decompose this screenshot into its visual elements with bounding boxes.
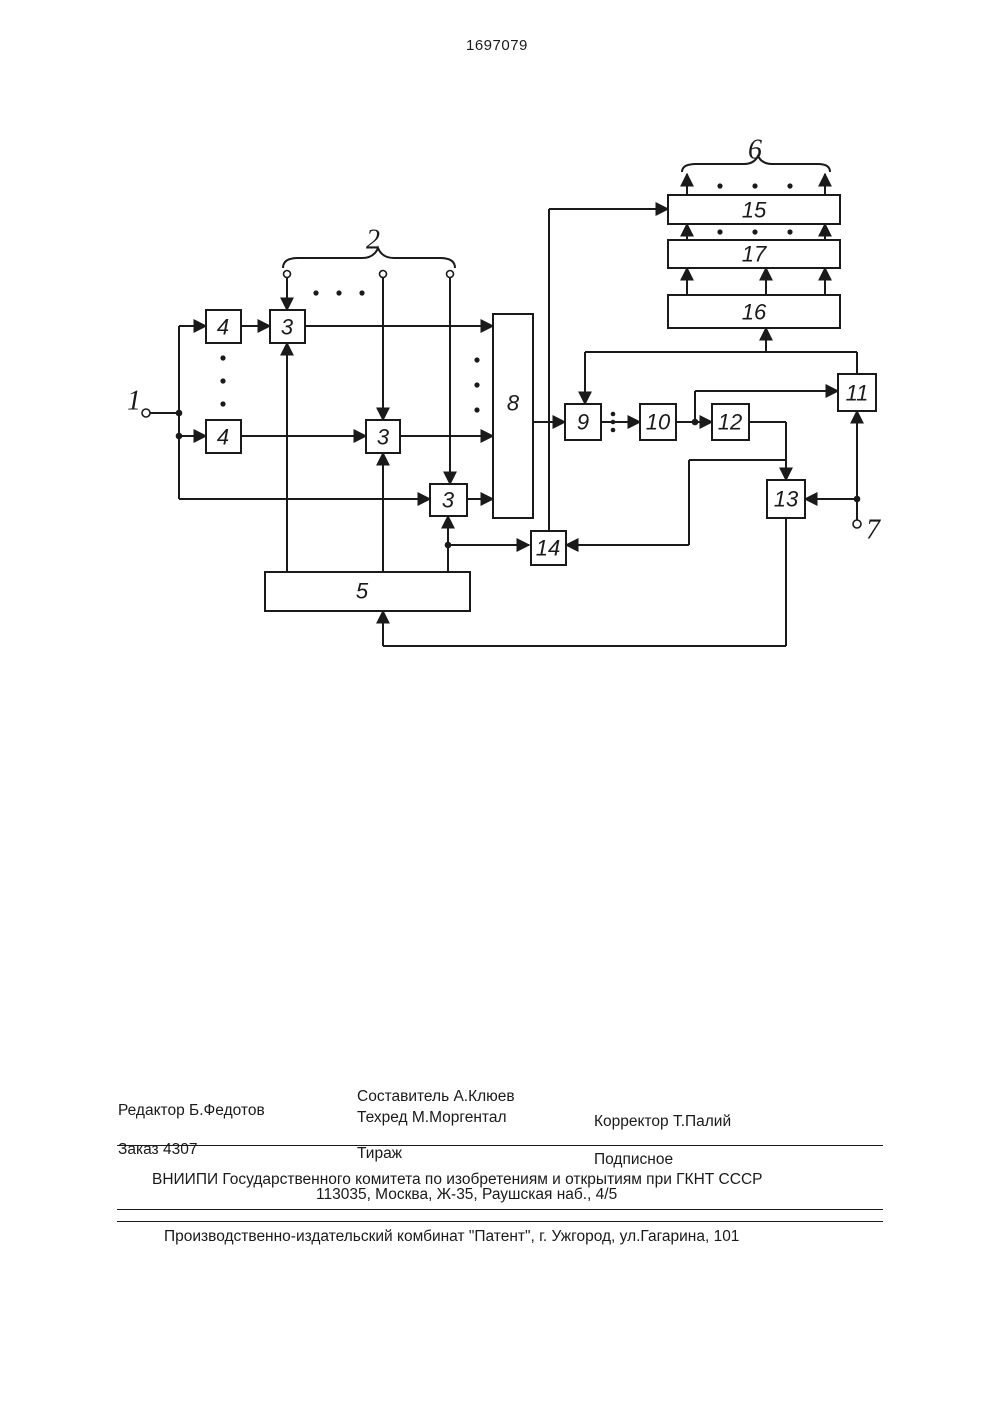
block-16-label: 16 (742, 300, 767, 325)
order-line: Заказ 4307 (118, 1141, 197, 1159)
block-5-label: 5 (356, 579, 369, 604)
block-diagram: 4 4 3 3 3 5 8 9 10 11 12 13 14 15 16 17 … (0, 0, 1000, 700)
block-4-top-label: 4 (217, 315, 229, 340)
block-13-label: 13 (774, 487, 799, 512)
bus-2-label: 2 (366, 225, 380, 256)
editor-line: Редактор Б.Федотов (118, 1102, 265, 1120)
divider (117, 1221, 883, 1222)
block-9-label: 9 (577, 410, 589, 435)
bus-2-terminal (447, 271, 454, 278)
input-7-label: 7 (866, 515, 881, 546)
divider (117, 1209, 883, 1210)
block-3-bottom-label: 3 (442, 488, 455, 513)
input-1-terminal (142, 409, 150, 417)
block-8-label: 8 (507, 391, 520, 416)
block-11-label: 11 (846, 381, 869, 406)
output-6-label: 6 (748, 135, 762, 166)
block-3-top-label: 3 (281, 315, 294, 340)
block-4-bottom-label: 4 (217, 425, 229, 450)
input-7-terminal (853, 520, 861, 528)
input-1-label: 1 (127, 386, 141, 417)
block-12-label: 12 (718, 410, 742, 435)
block-8 (493, 314, 533, 518)
bus-2-terminal (284, 271, 291, 278)
publisher-line: Производственно-издательский комбинат "П… (164, 1228, 739, 1246)
subscription-line: Подписное (594, 1151, 673, 1169)
block-17-label: 17 (742, 242, 767, 267)
techred-line: Техред М.Моргентал (357, 1109, 507, 1127)
address-line: 113035, Москва, Ж-35, Раушская наб., 4/5 (316, 1186, 617, 1204)
corrector-line: Корректор Т.Палий (594, 1113, 731, 1131)
compiler-line: Составитель А.Клюев (357, 1088, 515, 1106)
block-15-label: 15 (742, 198, 767, 223)
block-14-label: 14 (536, 536, 560, 561)
bus-2-terminal (380, 271, 387, 278)
ellipsis-dots (220, 355, 615, 432)
circulation-line: Тираж (357, 1145, 402, 1163)
block-3-middle-label: 3 (377, 425, 390, 450)
divider (117, 1145, 883, 1146)
block-10-label: 10 (646, 410, 671, 435)
